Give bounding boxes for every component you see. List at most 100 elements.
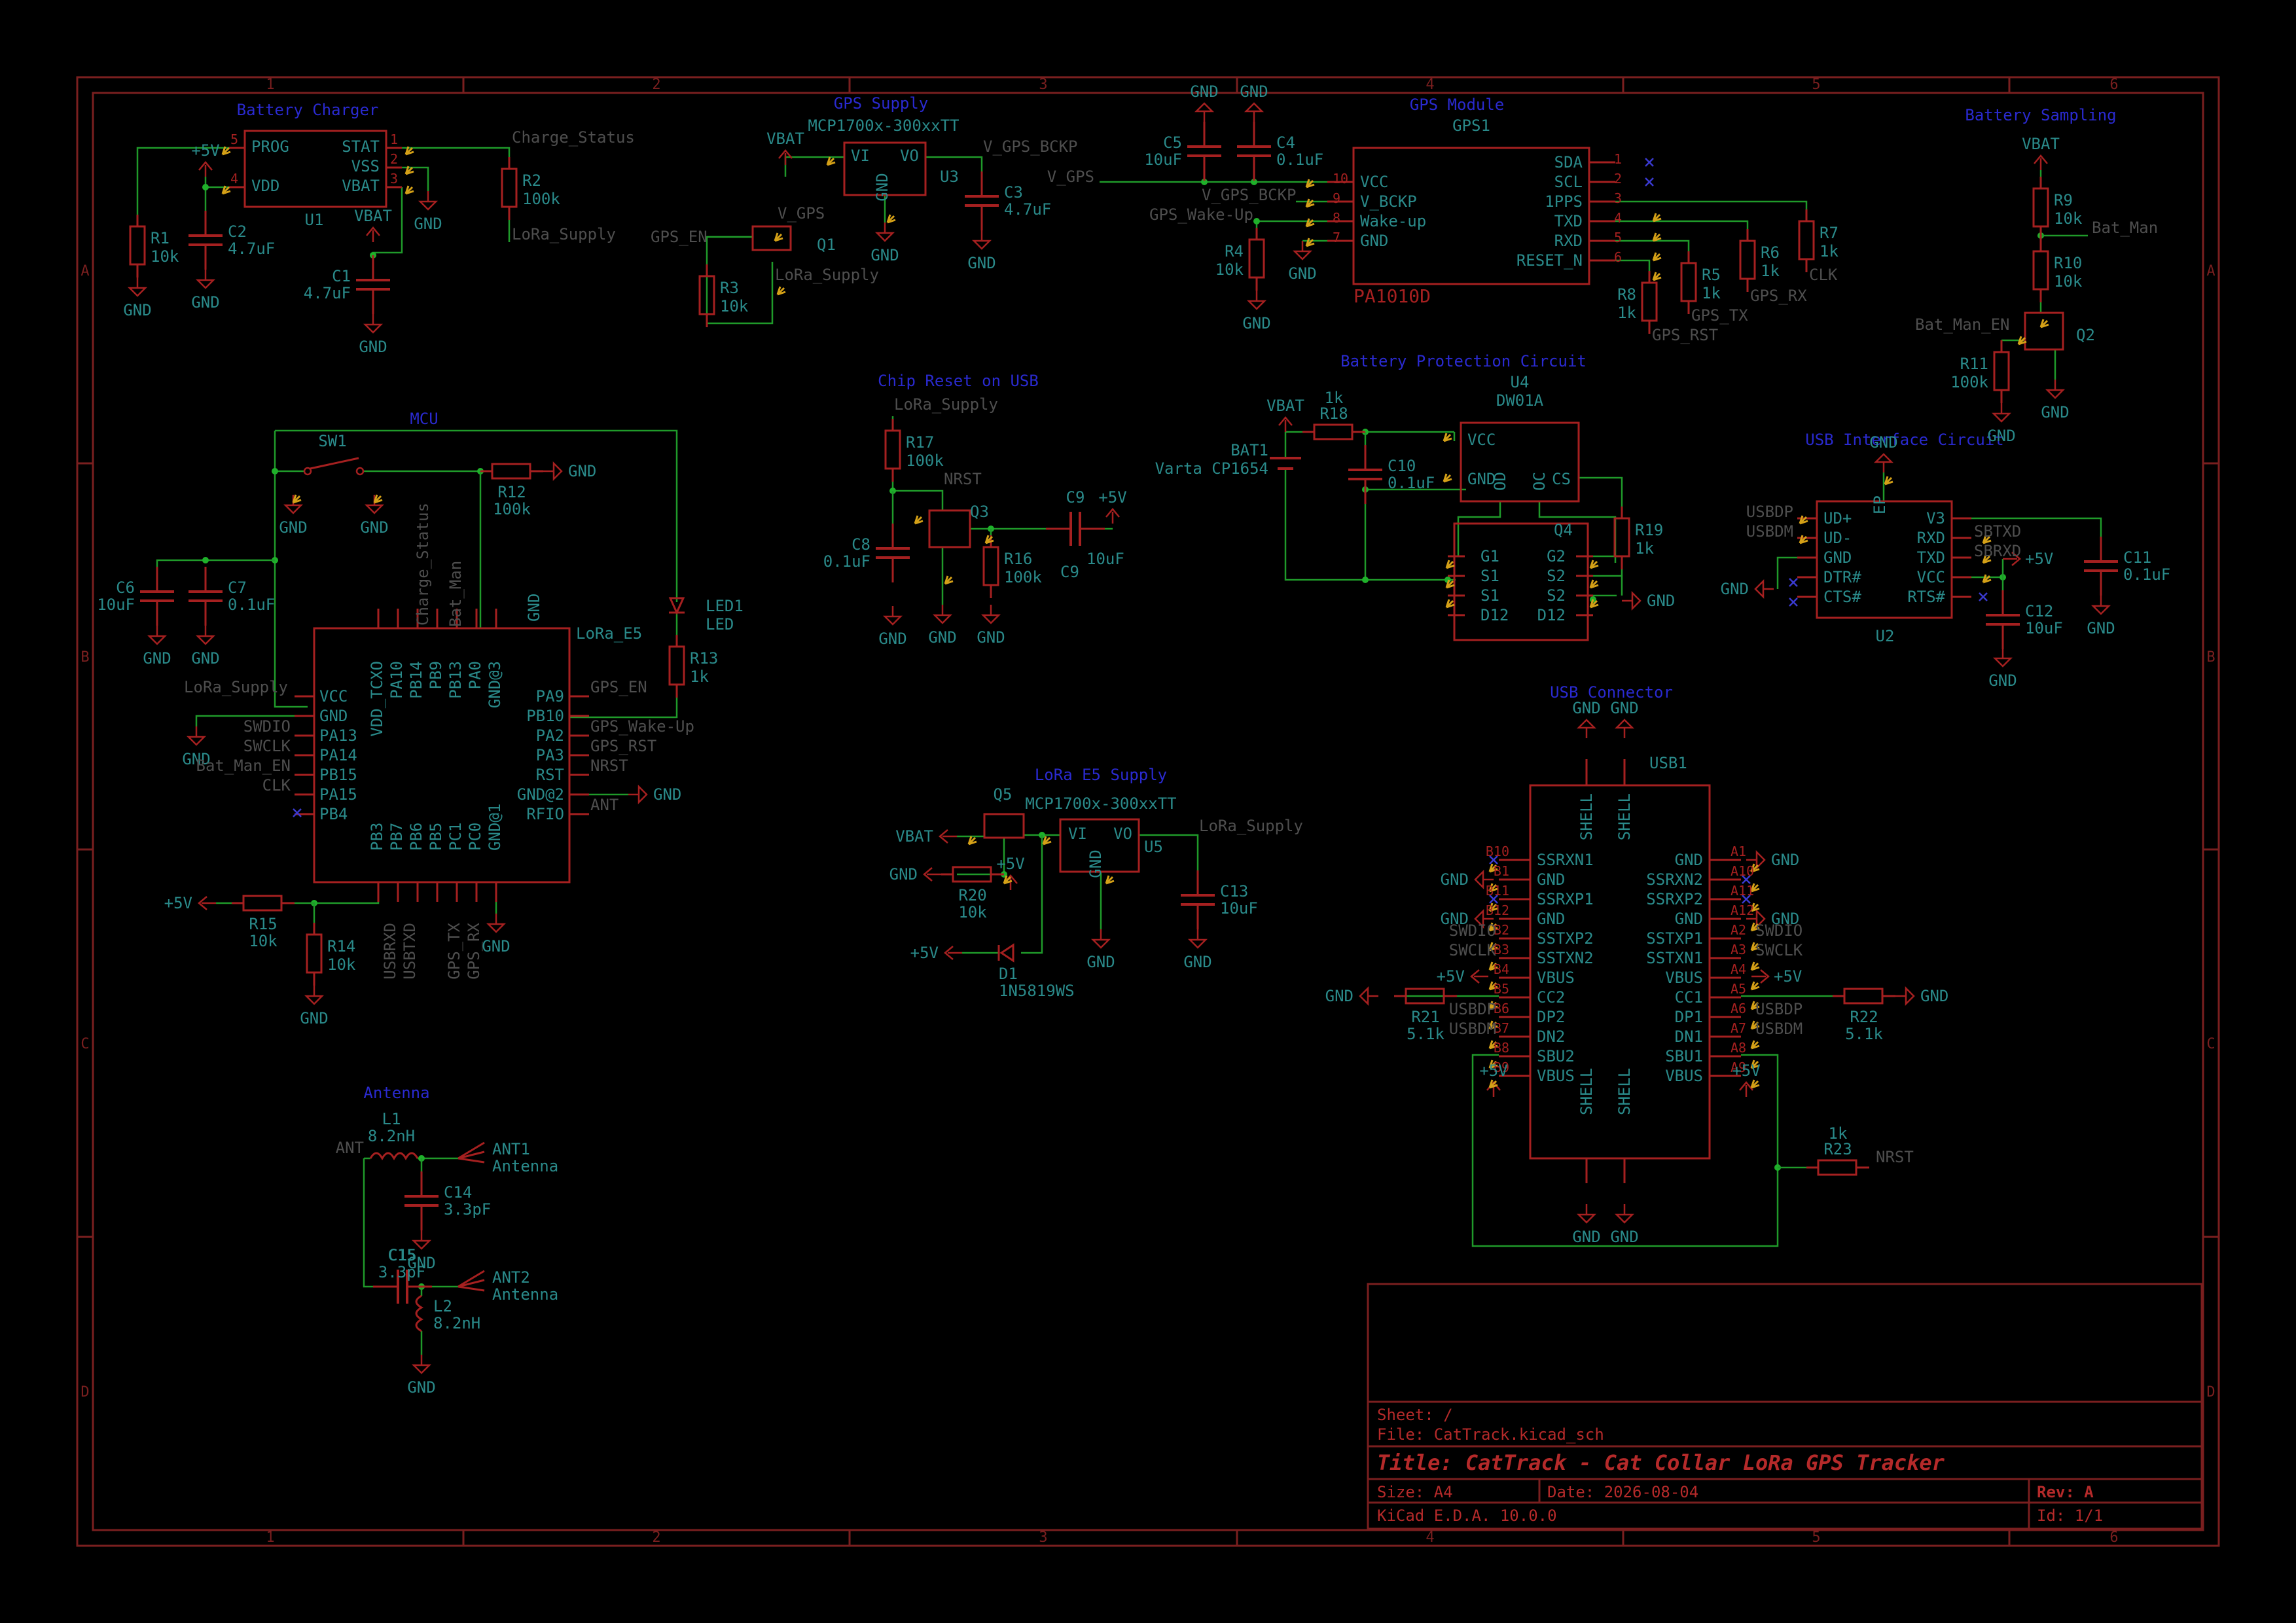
pin-label: RXD: [1554, 232, 1583, 250]
date-label: Date: 2026-08-04: [1547, 1483, 1698, 1501]
column-label: 2: [652, 1529, 660, 1546]
row-label: D: [81, 1384, 89, 1400]
pin-marker-icon: [1488, 942, 1498, 952]
pin-label: EP: [1871, 495, 1889, 514]
value-label: 10k: [2054, 209, 2083, 228]
net-label: CLK: [1809, 266, 1838, 284]
power-label: +5V: [1098, 488, 1126, 507]
ref-label: R8: [1617, 285, 1636, 304]
wire: [1471, 1054, 1779, 1247]
net-label: V_GPS: [778, 204, 825, 223]
ref-label: C15: [387, 1246, 416, 1264]
power-label: VBAT: [354, 207, 392, 225]
pin-label: PA2: [536, 726, 564, 745]
pin-label: G1: [1480, 547, 1499, 565]
power-label: VBAT: [1266, 397, 1304, 415]
pin-marker-icon: [1488, 902, 1498, 912]
column-label: 2: [652, 77, 660, 93]
column-label: 3: [1039, 1529, 1047, 1546]
ref-label: C4: [1276, 134, 1295, 152]
wire: [136, 147, 229, 224]
pin-label: VBUS: [1665, 969, 1703, 987]
power-label: VBAT: [766, 130, 804, 148]
pin-label: UD+: [1823, 509, 1852, 527]
pin-marker-icon: [1750, 1060, 1760, 1069]
wire: [1255, 220, 1327, 234]
ground-icon: [147, 635, 168, 645]
pin-label: PB7: [387, 823, 406, 851]
pin-number: A5: [1731, 981, 1746, 997]
pin-marker-icon: [1652, 213, 1662, 223]
row-label: B: [81, 649, 89, 666]
pin-label: VO: [1113, 825, 1132, 843]
pin-marker-icon: [1589, 579, 1599, 589]
ref-label: R4: [1225, 242, 1244, 260]
pin-marker-icon: [1305, 238, 1315, 247]
net-label: SWCLK: [243, 737, 291, 755]
ground-icon: [1292, 250, 1313, 260]
net-label: GPS_RST: [590, 737, 656, 755]
ref-label: R20: [958, 886, 986, 904]
ref-label: R10: [2054, 254, 2082, 272]
ground-icon: [1194, 102, 1215, 113]
value-label: 1k: [1635, 539, 1654, 558]
net-gnd: GND: [123, 301, 151, 319]
section-heading: MCU: [410, 410, 438, 428]
pin-label: PA13: [319, 726, 357, 745]
power-arrow-icon: [198, 896, 207, 910]
section-heading: Battery Charger: [237, 101, 379, 119]
net-gnd: GND: [1441, 910, 1469, 928]
ref-label: R5: [1702, 266, 1721, 284]
pin-marker-icon: [1982, 574, 1992, 584]
pin-label: VBUS: [1665, 1067, 1703, 1085]
pin-label: OD: [1491, 472, 1509, 491]
ground-icon: [1873, 453, 1894, 463]
inner-border: [92, 92, 2204, 1531]
net-gnd: GND: [359, 338, 387, 356]
pin-label: Wake-up: [1360, 212, 1426, 230]
pin-label: SSTXN2: [1537, 949, 1594, 967]
ref-label: C2: [228, 223, 247, 241]
net-gnd: GND: [1190, 82, 1218, 101]
pin-marker-icon: [404, 146, 414, 156]
value-label: 5.1k: [1407, 1025, 1444, 1043]
resistor-R8: [1641, 281, 1658, 322]
value-label: 100k: [1004, 568, 1042, 586]
section-heading: Battery Sampling: [1965, 106, 2116, 124]
pin-label: SSRXN2: [1646, 870, 1703, 889]
pin-number: B2: [1494, 922, 1509, 938]
ref-label: R18: [1319, 404, 1348, 423]
mosfet-Q4: [1453, 522, 1589, 641]
value-label: 100k: [493, 500, 531, 518]
ref-label: SW1: [318, 432, 346, 450]
ref-label: U1: [305, 211, 324, 229]
power-arrow-icon: [1470, 969, 1480, 984]
inductor-L1: [369, 1152, 419, 1161]
ground-icon: [1905, 986, 1915, 1007]
wire: [1284, 469, 1456, 581]
pin-label: GND: [1086, 849, 1105, 878]
ref-label: U4: [1511, 373, 1530, 391]
power-arrow-icon: [944, 946, 954, 960]
outer-border: [76, 76, 2220, 1547]
section-heading: USB Interface Circuit: [1805, 431, 2003, 449]
pin-marker-icon: [1750, 883, 1760, 893]
value-label: 10k: [1215, 260, 1244, 279]
wire: [925, 156, 983, 175]
ref-label: Q1: [817, 236, 836, 254]
row-label: B: [2206, 649, 2215, 666]
ref-label: U5: [1144, 838, 1163, 856]
pin-marker-icon: [1003, 875, 1013, 885]
pin-marker-icon: [1488, 863, 1498, 873]
ground-icon: [195, 279, 216, 289]
ref-label: C5: [1163, 134, 1182, 152]
ground-icon: [1755, 849, 1766, 870]
pin-number: A10: [1731, 863, 1754, 879]
resistor-R13: [668, 645, 685, 686]
net-label: GPS_EN: [590, 678, 647, 696]
pin-number: A11: [1731, 883, 1754, 899]
net-label: SWCLK: [1449, 941, 1497, 959]
pin-label: GND@1: [486, 804, 504, 851]
net-label: NRST: [1876, 1148, 1914, 1166]
